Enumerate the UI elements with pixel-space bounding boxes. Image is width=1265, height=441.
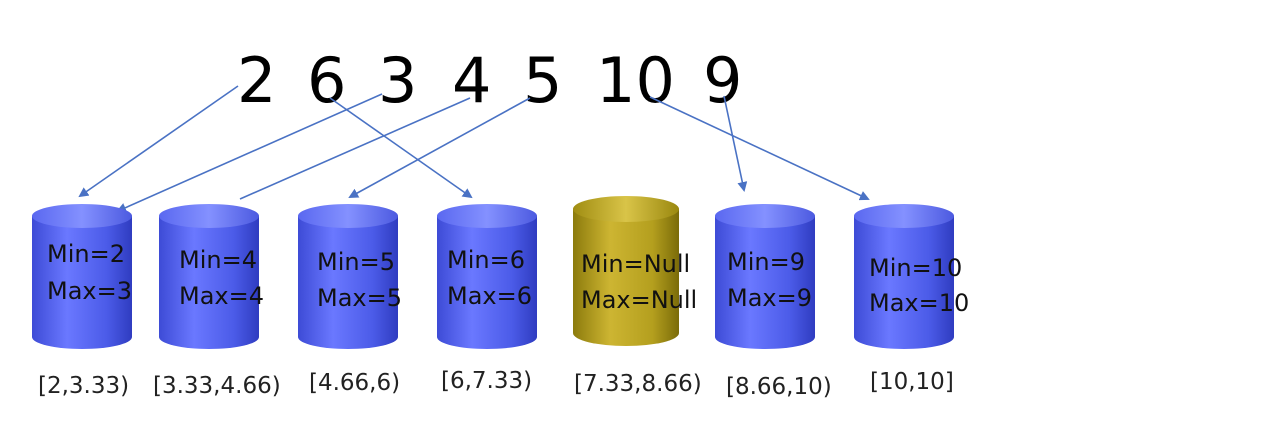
number-10: 10 <box>596 44 675 117</box>
arrow-9-to-bucket-6 <box>723 95 748 192</box>
number-3: 3 <box>378 44 417 117</box>
bucket-5-range: [7.33,8.66) <box>574 371 702 397</box>
bucket-5-max: Max=Null <box>581 286 697 314</box>
bucket-7-min: Min=10 <box>869 254 962 282</box>
number-9: 9 <box>703 44 742 117</box>
bucket-5: Min=Null Max=Null <box>573 196 697 346</box>
bucket-7: Min=10 Max=10 <box>854 204 969 349</box>
bucket-5-min: Min=Null <box>581 250 690 278</box>
bucket-6-min: Min=9 <box>727 248 805 276</box>
bucket-4-min: Min=6 <box>447 246 525 274</box>
bucket-2-range: [3.33,4.66) <box>153 373 281 399</box>
bucket-1-min: Min=2 <box>47 240 125 268</box>
arrows <box>78 85 870 213</box>
bucket-3-range: [4.66,6) <box>309 370 400 396</box>
bucket-3: Min=5 Max=5 <box>298 204 402 349</box>
arrow-10-to-bucket-7 <box>649 96 870 201</box>
bucket-6-range: [8.66,10) <box>726 374 832 400</box>
arrow-5-to-bucket-3 <box>348 97 531 198</box>
bucket-6-max: Max=9 <box>727 284 812 312</box>
bucket-2-min: Min=4 <box>179 246 257 274</box>
bucket-4-range: [6,7.33) <box>441 368 532 394</box>
bucket-6: Min=9 Max=9 <box>715 204 815 349</box>
number-5: 5 <box>523 44 562 117</box>
arrow-2-to-bucket-1 <box>78 85 239 198</box>
bucket-7-range: [10,10] <box>870 369 954 395</box>
arrow-3-to-bucket-1 <box>116 93 383 213</box>
arrow-6-to-bucket-4 <box>329 97 473 199</box>
bucket-7-max: Max=10 <box>869 289 969 317</box>
bucket-3-min: Min=5 <box>317 248 395 276</box>
number-2: 2 <box>237 44 276 117</box>
range-labels: [2,3.33) [3.33,4.66) [4.66,6) [6,7.33) [… <box>38 368 954 400</box>
bucket-3-max: Max=5 <box>317 284 402 312</box>
bucket-1-max: Max=3 <box>47 277 132 305</box>
bucket-1-range: [2,3.33) <box>38 373 129 399</box>
arrow-4-to-bucket-2 <box>239 97 471 200</box>
bucket-2-max: Max=4 <box>179 282 264 310</box>
number-4: 4 <box>452 44 491 117</box>
bucket-2: Min=4 Max=4 <box>159 204 264 349</box>
bucket-4: Min=6 Max=6 <box>437 204 537 349</box>
bucket-4-max: Max=6 <box>447 282 532 310</box>
bucket-1: Min=2 Max=3 <box>32 204 132 349</box>
number-sequence: 2 6 3 4 5 10 9 <box>237 44 742 117</box>
